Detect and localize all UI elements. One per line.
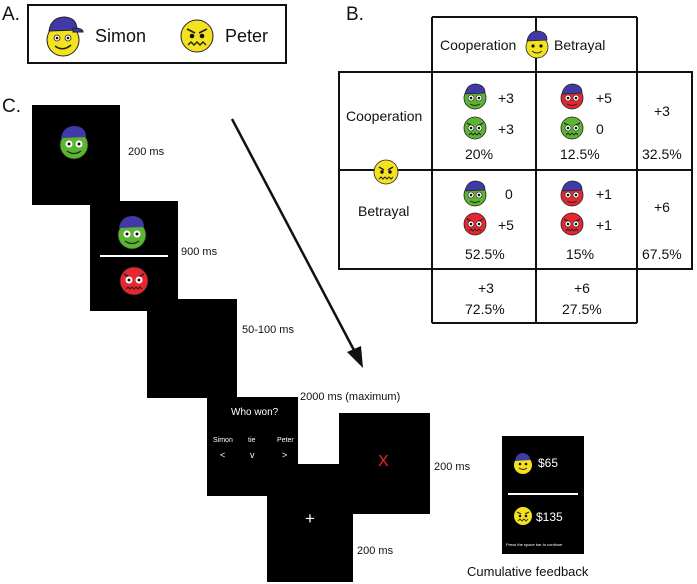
- col-total-betrayal-percent: 27.5%: [562, 301, 602, 317]
- option-tie-label: tie: [248, 437, 256, 444]
- feedback-x-mark: X: [378, 453, 389, 470]
- cell-cb-simon-payoff: +5: [596, 90, 612, 106]
- face-simon-green-icon: [463, 180, 487, 207]
- cell-bc-percent: 52.5%: [465, 246, 505, 262]
- divider-line: [100, 255, 168, 257]
- legend-box: Simon Peter: [27, 4, 287, 64]
- legend-peter-name: Peter: [225, 26, 269, 46]
- row-total-betrayal-percent: 67.5%: [642, 246, 682, 262]
- timing-frame-6: 200 ms: [357, 545, 394, 557]
- face-simon-green-icon: [463, 83, 487, 110]
- question-text: Who won?: [231, 407, 279, 418]
- cell-bb-simon-payoff: +1: [596, 186, 612, 202]
- cell-bb-percent: 15%: [566, 246, 595, 262]
- panel-a-label: A.: [2, 4, 20, 25]
- panel-c-label: C.: [2, 96, 21, 117]
- cumulative-feedback-caption: Cumulative feedback: [467, 564, 589, 579]
- cell-bc-peter-payoff: +5: [498, 217, 514, 233]
- timing-frame-3: 50-100 ms: [242, 324, 294, 336]
- simon-yellow-face-icon: [514, 453, 532, 474]
- option-simon-key: <: [220, 450, 226, 460]
- col-total-betrayal-value: +6: [574, 280, 590, 296]
- cell-cc-peter-payoff: +3: [498, 121, 514, 137]
- timing-frame-4: 2000 ms (maximum): [300, 391, 401, 403]
- legend-simon-name: Simon: [95, 26, 147, 46]
- col-header-cooperation: Cooperation: [440, 37, 517, 53]
- simon-green-face-icon: [59, 126, 89, 160]
- cell-cc-percent: 20%: [465, 146, 494, 162]
- smiley-with-cap-icon: [46, 16, 84, 57]
- continue-instruction: Press the space bar to continue: [506, 542, 563, 547]
- timing-frame-1: 200 ms: [128, 146, 165, 158]
- cell-cc-simon-payoff: +3: [498, 90, 514, 106]
- cell-cb-peter-payoff: 0: [596, 121, 604, 137]
- cell-bb-peter-payoff: +1: [596, 217, 612, 233]
- peter-yellow-face-icon: [514, 507, 532, 525]
- cumulative-feedback-screen: $65 $135 Press the space bar to continue: [502, 436, 584, 554]
- peter-cumulative-amount: $135: [536, 510, 563, 524]
- peter-header-icon: [373, 159, 399, 185]
- option-tie-key: v: [250, 450, 255, 460]
- timing-frame-2: 900 ms: [181, 246, 218, 258]
- angry-smiley-icon: [180, 19, 214, 53]
- simon-header-icon: [525, 30, 549, 59]
- row-total-cooperation-percent: 32.5%: [642, 146, 682, 162]
- row-header-betrayal: Betrayal: [358, 203, 410, 219]
- stimulus-frame-2: [90, 201, 178, 311]
- peter-red-face-icon: [119, 266, 149, 296]
- col-total-cooperation-value: +3: [478, 280, 494, 296]
- stimulus-frame-1: [32, 105, 120, 205]
- panel-b-label: B.: [346, 4, 364, 25]
- row-total-cooperation-value: +3: [654, 103, 670, 119]
- col-total-cooperation-percent: 72.5%: [465, 301, 505, 317]
- timing-frame-5: 200 ms: [434, 461, 471, 473]
- face-simon-red-icon: [560, 180, 584, 207]
- cell-cb-percent: 12.5%: [560, 146, 600, 162]
- face-peter-red-icon: [560, 212, 584, 236]
- simon-green-face-icon: [117, 216, 147, 250]
- option-peter-label: Peter: [277, 437, 294, 444]
- option-peter-key: >: [282, 450, 288, 460]
- row-header-cooperation: Cooperation: [346, 108, 423, 124]
- row-total-betrayal-value: +6: [654, 199, 670, 215]
- face-peter-green-icon: [560, 116, 584, 140]
- face-peter-green-icon: [463, 116, 487, 140]
- cell-bc-simon-payoff: 0: [505, 186, 513, 202]
- cumulative-divider: [508, 493, 578, 495]
- fixation-cross: +: [305, 509, 315, 528]
- stimulus-frame-6-fixation: +: [267, 464, 353, 582]
- stimulus-frame-5-feedback: X: [339, 413, 430, 514]
- col-header-betrayal: Betrayal: [554, 37, 606, 53]
- option-simon-label: Simon: [213, 437, 233, 444]
- face-peter-red-icon: [463, 212, 487, 236]
- simon-cumulative-amount: $65: [538, 456, 559, 470]
- stimulus-frame-3-blank: [147, 299, 237, 398]
- face-simon-red-icon: [560, 83, 584, 110]
